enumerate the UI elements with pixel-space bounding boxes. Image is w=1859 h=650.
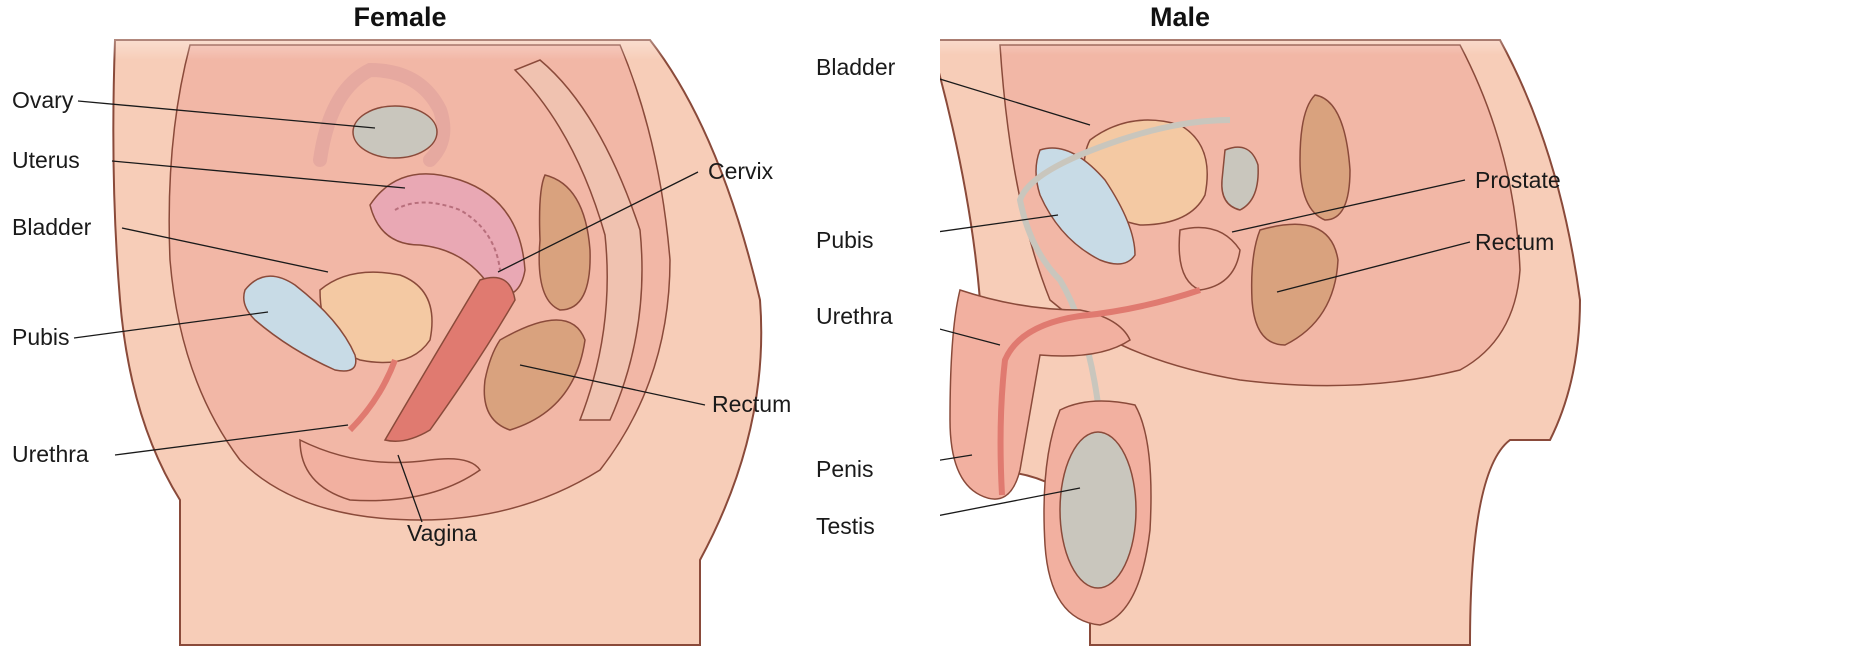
label-penis: Penis [816,456,874,483]
label-prostate: Prostate [1475,167,1561,194]
label-rectum-male: Rectum [1475,229,1554,256]
label-ovary: Ovary [12,87,73,114]
female-title: Female [310,2,490,33]
male-testis-shape [1060,432,1136,588]
female-ovary-shape [353,106,437,158]
female-anatomy-illustration [0,0,940,650]
label-testis: Testis [816,513,875,540]
male-anatomy-illustration [940,0,1859,650]
label-rectum-female: Rectum [712,391,791,418]
label-vagina: Vagina [407,520,477,547]
label-urethra-female: Urethra [12,441,89,468]
male-panel: Male Bladder Pubis Urethra Penis Testis … [940,0,1859,650]
label-urethra-male: Urethra [816,303,893,330]
male-title: Male [1110,2,1250,33]
label-bladder-male: Bladder [816,54,895,81]
label-uterus: Uterus [12,147,80,174]
label-pubis-female: Pubis [12,324,70,351]
label-cervix: Cervix [708,158,773,185]
label-pubis-male: Pubis [816,227,874,254]
female-panel: Female Ovary Uterus Bladder Pubis Urethr… [0,0,940,650]
label-bladder-female: Bladder [12,214,91,241]
